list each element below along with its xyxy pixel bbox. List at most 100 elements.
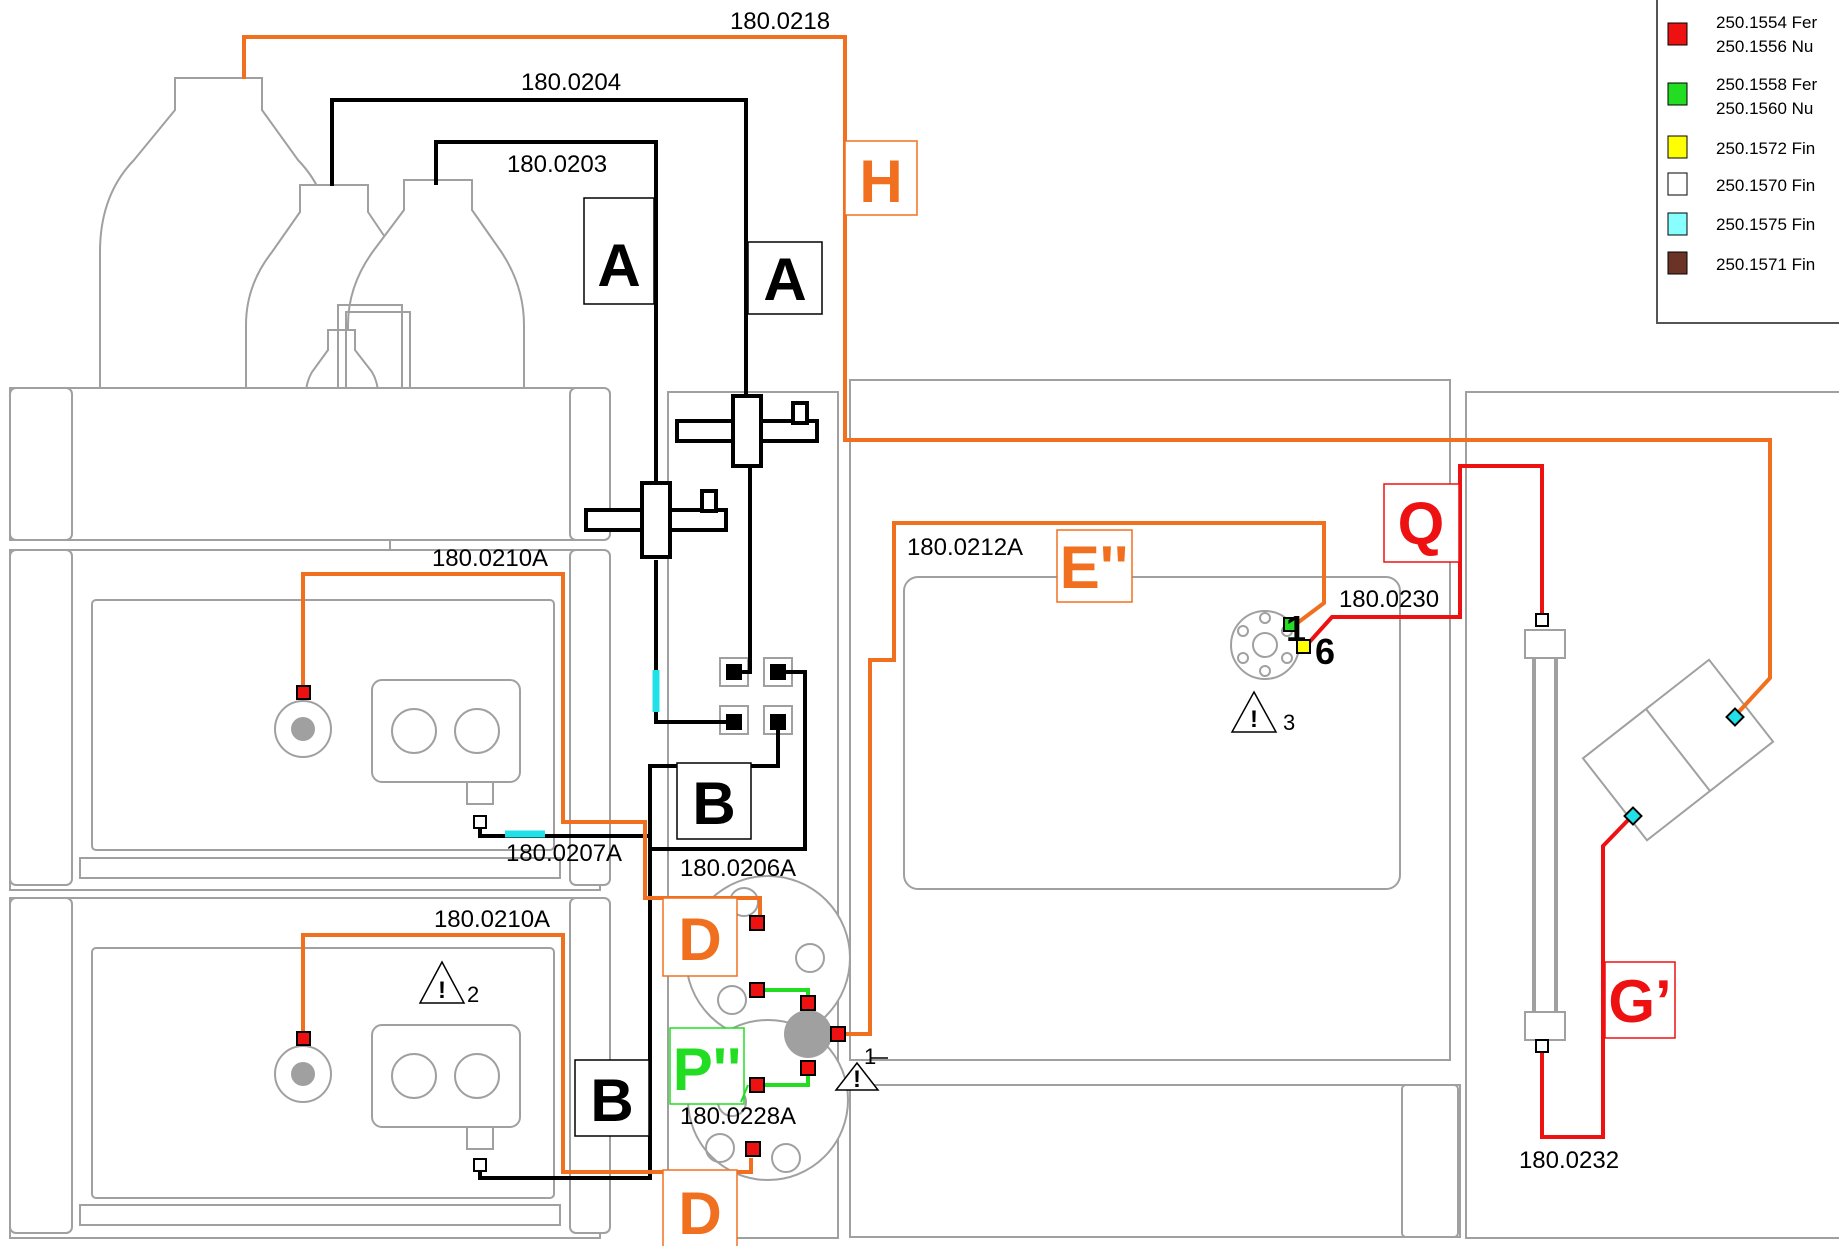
connection-label-Q: Q xyxy=(1398,490,1445,557)
fitting-valve-lower-side xyxy=(749,1077,765,1093)
tray-left-handle xyxy=(9,387,73,541)
fitting-degasser-4 xyxy=(770,714,786,730)
connection-label-P2: P'' xyxy=(673,1036,742,1103)
connection-label-B-lower: B xyxy=(590,1067,633,1134)
fitting-degasser-3 xyxy=(726,714,742,730)
tube-Q xyxy=(1302,464,1544,650)
fitting-inj-port-1 xyxy=(1283,617,1298,632)
fitting-pump-2-outlet xyxy=(473,1158,487,1172)
pump-1-head-left xyxy=(391,708,437,754)
tube-E2 xyxy=(838,521,1326,1036)
svg-text:!: ! xyxy=(1250,706,1258,733)
tube-H xyxy=(242,35,1772,718)
port-number-1: 1 xyxy=(1286,608,1306,649)
legend-swatch-4 xyxy=(1667,172,1688,196)
valve-upper-port-b xyxy=(795,943,825,973)
column-body xyxy=(1532,648,1558,1022)
fitting-pump-1-inlet xyxy=(296,685,311,700)
legend-swatch-6 xyxy=(1667,251,1688,275)
pump-1-outlet xyxy=(466,781,494,805)
inj-port-3 xyxy=(1281,652,1293,664)
column-bottom-fitting xyxy=(1524,1011,1566,1041)
fitting-inj-port-6 xyxy=(1296,639,1311,654)
connection-label-D-lower: D xyxy=(678,1180,721,1246)
svg-text:!: ! xyxy=(438,977,446,1004)
fitting-valve-rotor-bottom xyxy=(800,1060,816,1076)
connection-label-G1: G’ xyxy=(1608,968,1671,1035)
valve-lower-port-b xyxy=(771,1143,801,1173)
legend-swatch-1 xyxy=(1667,22,1688,46)
warnings: ! 1 ! 2 ! 3 xyxy=(418,690,1295,1093)
tube-label-0230: 180.0230 xyxy=(1339,586,1439,613)
tube-label-0232: 180.0232 xyxy=(1519,1147,1619,1174)
tube-A-left xyxy=(434,140,658,485)
warning-icon-1: ! xyxy=(834,1061,880,1093)
fitting-pump-2-inlet xyxy=(296,1031,311,1046)
warning-icon-2: ! xyxy=(418,960,466,1004)
tube-degasser-left xyxy=(654,560,734,724)
tube-label-0228a: 180.0228A xyxy=(680,1103,796,1130)
legend-item-1-line-1: 250.1554 Fer xyxy=(1716,13,1817,32)
legend-item-1-line-2: 250.1556 Nu xyxy=(1716,37,1813,56)
valve-lower-port-c xyxy=(705,1133,735,1163)
legend-item-2-line-1: 250.1558 Fer xyxy=(1716,75,1817,94)
tube-label-0206a: 180.0206A xyxy=(680,855,796,882)
inj-port-1 xyxy=(1259,612,1271,624)
fitting-column-bottom xyxy=(1535,1039,1549,1053)
warning-icon-3: ! xyxy=(1230,690,1278,733)
tube-label-0204: 180.0204 xyxy=(521,69,621,96)
legend-item-3: 250.1572 Fin xyxy=(1716,139,1815,158)
warning-number-1: 1 xyxy=(864,1044,876,1069)
hardware xyxy=(9,0,1839,1239)
tube-label-0210a-top: 180.0210A xyxy=(432,545,548,572)
pickup-line-grey-2 xyxy=(345,311,411,400)
tube-B-lower xyxy=(478,722,780,1180)
tray-right-handle xyxy=(569,387,611,541)
pump-2-outlet xyxy=(466,1126,494,1150)
pump-1-heads xyxy=(371,679,521,783)
tube-labels: 180.0218 180.0204 180.0203 180.0210A 180… xyxy=(432,8,1619,1174)
pump-2-heads xyxy=(371,1024,521,1128)
inj-port-5 xyxy=(1237,652,1249,664)
pump-1-head-right xyxy=(454,708,500,754)
fitting-valve-upper-side xyxy=(749,982,765,998)
pump-1-inlet-core xyxy=(291,717,315,741)
pump-1-foot xyxy=(79,857,561,879)
legend-swatch-2 xyxy=(1667,82,1688,106)
solvent-bottle-right xyxy=(347,179,525,396)
port-number-6: 6 xyxy=(1315,631,1335,672)
fitting-degasser-2 xyxy=(770,664,786,680)
fitting-valve-lower-bottom xyxy=(745,1141,761,1157)
legend-item-5: 250.1575 Fin xyxy=(1716,215,1815,234)
fitting-column-top xyxy=(1535,613,1549,627)
inline-filters xyxy=(584,394,819,559)
warning-number-3: 3 xyxy=(1283,710,1295,735)
autosampler-bottom xyxy=(849,1084,1461,1238)
tube-label-0218: 180.0218 xyxy=(730,8,830,35)
legend-item-4: 250.1570 Fin xyxy=(1716,176,1815,195)
connection-label-A-left: A xyxy=(597,232,640,299)
tube-G1 xyxy=(1540,813,1635,1139)
inj-port-6 xyxy=(1237,625,1249,637)
connection-label-E2: E'' xyxy=(1060,534,1129,601)
tube-D-upper xyxy=(301,572,762,922)
autosampler-bottom-right xyxy=(1401,1084,1459,1238)
legend-swatch-3 xyxy=(1667,135,1688,159)
connection-label-B-upper: B xyxy=(692,770,735,837)
inj-port-center xyxy=(1252,632,1278,658)
tube-label-0203: 180.0203 xyxy=(507,151,607,178)
column-top-fitting xyxy=(1524,629,1566,659)
pump-1-left-handle xyxy=(9,549,73,886)
tube-label-0228a-leader xyxy=(740,1084,749,1103)
warning-number-2: 2 xyxy=(467,982,479,1007)
fitting-valve-rotor-right xyxy=(830,1026,846,1042)
fitting-valve-upper-top xyxy=(749,915,765,931)
filter-right xyxy=(675,394,819,468)
legend-item-6: 250.1571 Fin xyxy=(1716,255,1815,274)
valve-upper-port-c xyxy=(717,985,747,1015)
pump-2-head-right xyxy=(454,1053,500,1099)
fitting-detector-upper xyxy=(1725,707,1745,727)
tube-label-0212a: 180.0212A xyxy=(907,534,1023,561)
legend-swatch-5 xyxy=(1667,212,1688,236)
